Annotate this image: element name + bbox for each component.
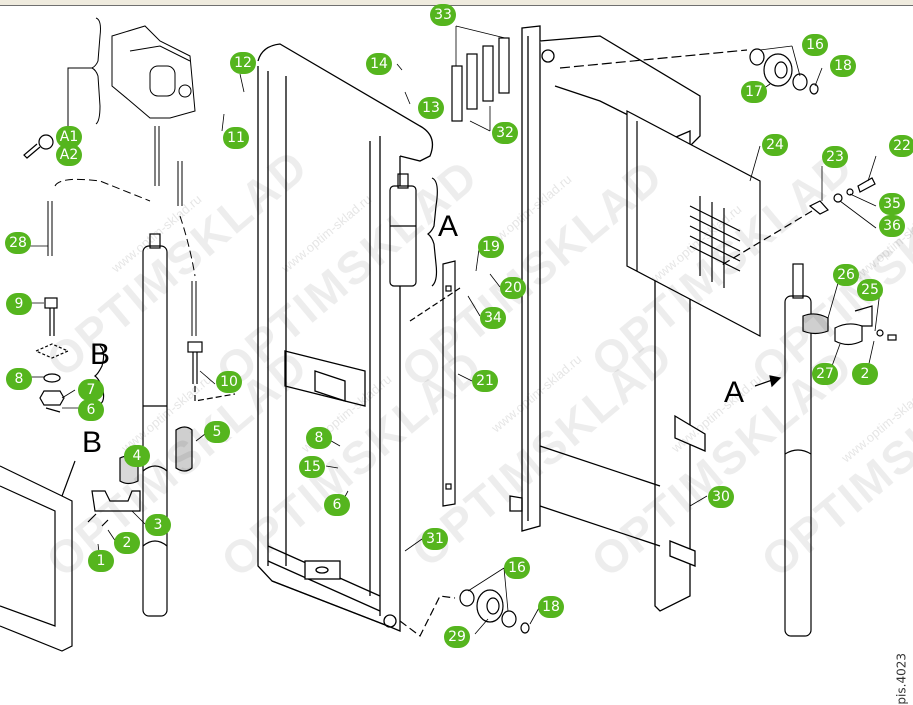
callout-12[interactable]: 12 [230, 52, 256, 74]
callout-8-center[interactable]: 8 [306, 427, 332, 449]
inner-mast [257, 43, 434, 632]
callout-23[interactable]: 23 [822, 146, 848, 168]
callout-13[interactable]: 13 [418, 97, 444, 119]
parts-diagram: OPTIMSKLAD OPTIMSKLAD OPTIMSKLAD OPTIMSK… [0, 4, 913, 705]
callout-19[interactable]: 19 [478, 236, 504, 258]
callout-35[interactable]: 35 [879, 193, 905, 215]
view-label-b: B [82, 426, 103, 459]
slide-plates [451, 37, 510, 122]
callout-14[interactable]: 14 [366, 53, 392, 75]
callout-25[interactable]: 25 [857, 279, 883, 301]
callout-27[interactable]: 27 [812, 363, 838, 385]
callout-3[interactable]: 3 [145, 514, 171, 536]
roller-bottom [399, 589, 530, 637]
outer-mast [509, 25, 706, 612]
callout-18-top[interactable]: 18 [830, 55, 856, 77]
callout-15[interactable]: 15 [299, 456, 325, 478]
callout-6-left[interactable]: 6 [78, 399, 104, 421]
callout-10[interactable]: 10 [216, 371, 242, 393]
callout-16-top[interactable]: 16 [802, 34, 828, 56]
group-label-b: B [90, 338, 111, 371]
diagram-drawing [0, 17, 897, 652]
callout-24[interactable]: 24 [762, 134, 788, 156]
view-label-a: A [724, 376, 745, 409]
group-label-a-detail: A [438, 210, 459, 243]
callout-26[interactable]: 26 [833, 264, 859, 286]
callout-5[interactable]: 5 [204, 421, 230, 443]
callout-8-left[interactable]: 8 [6, 368, 32, 390]
left-cylinder [142, 233, 168, 617]
magnifier-symbol [23, 134, 54, 159]
callout-16-bottom[interactable]: 16 [504, 557, 530, 579]
callout-21[interactable]: 21 [472, 370, 498, 392]
drawing-number: pis.4023 [895, 653, 909, 705]
guard-plate-24 [626, 110, 761, 337]
callout-31[interactable]: 31 [422, 528, 448, 550]
callout-9[interactable]: 9 [6, 293, 32, 315]
strip-21 [409, 260, 461, 507]
pump-unit [67, 17, 196, 131]
callout-a1[interactable]: A1 [56, 126, 82, 148]
viewer-toolbar [0, 0, 913, 6]
center-cylinder [389, 173, 438, 287]
callout-29[interactable]: 29 [444, 626, 470, 648]
callout-22[interactable]: 22 [889, 135, 913, 157]
right-cylinder [719, 177, 897, 637]
callout-18-bottom[interactable]: 18 [538, 596, 564, 618]
callout-6-center[interactable]: 6 [324, 494, 350, 516]
callout-2-left[interactable]: 2 [114, 532, 140, 554]
callout-17[interactable]: 17 [741, 81, 767, 103]
callout-20[interactable]: 20 [500, 277, 526, 299]
roller-top [559, 48, 819, 95]
callout-11[interactable]: 11 [223, 127, 249, 149]
callout-30[interactable]: 30 [708, 486, 734, 508]
callout-a2[interactable]: A2 [56, 144, 82, 166]
chains [47, 126, 197, 336]
callout-33[interactable]: 33 [430, 4, 456, 26]
callout-2-right[interactable]: 2 [852, 363, 878, 385]
callout-4[interactable]: 4 [124, 445, 150, 467]
callout-36[interactable]: 36 [879, 215, 905, 237]
anchor-bolts-left [34, 297, 236, 413]
callout-34[interactable]: 34 [480, 307, 506, 329]
callout-32[interactable]: 32 [492, 122, 518, 144]
callout-28[interactable]: 28 [5, 232, 31, 254]
callout-1[interactable]: 1 [88, 550, 114, 572]
callout-7[interactable]: 7 [78, 379, 104, 401]
